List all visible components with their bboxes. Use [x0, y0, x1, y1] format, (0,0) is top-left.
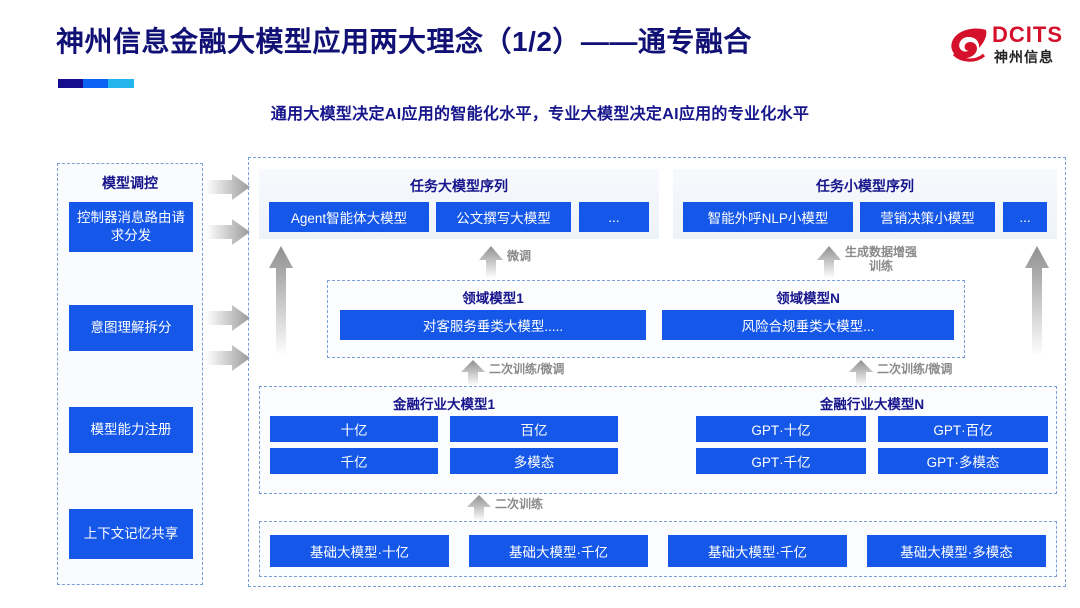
up-arrow-icon-retrain-base [467, 495, 491, 521]
industry-model-1-title: 金融行业大模型1 [392, 397, 495, 412]
industry-1-cell-3[interactable]: 多模态 [450, 448, 618, 474]
logo-text-cn: 神州信息 [994, 49, 1054, 65]
sidebar-title: 模型调控 [102, 175, 158, 191]
industry-model-frame: 金融行业大模型1 十亿 百亿 千亿 多模态 金融行业大模型N GPT·十亿 GP… [259, 386, 1057, 494]
industry-n-cell-1[interactable]: GPT·百亿 [878, 416, 1048, 442]
task-small-model-panel: 任务小模型序列 智能外呼NLP小模型 营销决策小模型 ... [673, 169, 1057, 239]
task-large-model-title: 任务大模型序列 [410, 178, 508, 194]
industry-n-cell-2[interactable]: GPT·千亿 [696, 448, 866, 474]
chip-document-writing-model[interactable]: 公文撰写大模型 [436, 202, 571, 232]
industry-model-n-grid: GPT·十亿 GPT·百亿 GPT·千亿 GPT·多模态 [696, 416, 1048, 474]
industry-model-1: 金融行业大模型1 十亿 百亿 千亿 多模态 [270, 393, 618, 489]
chip-agent-large-model[interactable]: Agent智能体大模型 [269, 202, 429, 232]
sidebar-item-context-memory[interactable]: 上下文记忆共享 [69, 509, 193, 559]
chip-customer-service-vertical-model[interactable]: 对客服务垂类大模型..... [340, 310, 646, 340]
arrow-label-retrain-left: 二次训练/微调 [489, 362, 565, 376]
domain-model-frame: 领域模型1 对客服务垂类大模型..... 领域模型N 风险合规垂类大模型... [327, 280, 965, 358]
arrow-label-finetune: 微调 [507, 249, 532, 263]
base-model-cell-2[interactable]: 基础大模型·千亿 [668, 535, 847, 567]
task-small-model-title: 任务小模型序列 [816, 178, 914, 194]
domain-model-1-title: 领域模型1 [462, 291, 524, 306]
industry-n-cell-0[interactable]: GPT·十亿 [696, 416, 866, 442]
model-control-panel: 模型调控 控制器消息路由请求分发 意图理解拆分 模型能力注册 上下文记忆共享 [57, 163, 203, 585]
arrow-label-data-augment: 生成数据增强 训练 [845, 245, 918, 273]
domain-model-n: 领域模型N 风险合规垂类大模型... [662, 287, 954, 353]
sidebar-item-intent-parsing[interactable]: 意图理解拆分 [69, 305, 193, 351]
chip-marketing-decision-model[interactable]: 营销决策小模型 [860, 202, 995, 232]
base-model-cell-3[interactable]: 基础大模型·多模态 [867, 535, 1046, 567]
page-subtitle: 通用大模型决定AI应用的智能化水平，专业大模型决定AI应用的专业化水平 [270, 106, 810, 123]
dcits-swirl-icon [951, 28, 987, 62]
industry-model-1-grid: 十亿 百亿 千亿 多模态 [270, 416, 618, 474]
sidebar-item-controller-routing[interactable]: 控制器消息路由请求分发 [69, 202, 193, 252]
right-arrow-icon-2 [206, 219, 250, 245]
model-stack-frame: 任务大模型序列 Agent智能体大模型 公文撰写大模型 ... 任务小模型序列 … [248, 157, 1066, 587]
sidebar-item-capability-registry[interactable]: 模型能力注册 [69, 407, 193, 453]
industry-1-cell-0[interactable]: 十亿 [270, 416, 438, 442]
up-arrow-icon-retrain-right [849, 360, 873, 386]
chip-more-small-models[interactable]: ... [1003, 202, 1047, 232]
base-model-grid: 基础大模型·十亿 基础大模型·千亿 基础大模型·千亿 基础大模型·多模态 [270, 535, 1046, 567]
chip-more-large-models[interactable]: ... [579, 202, 649, 232]
right-arrow-icon-1 [206, 174, 250, 200]
up-arrow-icon-finetune-left [479, 246, 503, 278]
industry-model-n: 金融行业大模型N GPT·十亿 GPT·百亿 GPT·千亿 GPT·多模态 [696, 393, 1048, 489]
task-large-model-panel: 任务大模型序列 Agent智能体大模型 公文撰写大模型 ... [259, 169, 659, 239]
right-arrow-icon-4 [206, 345, 250, 371]
up-arrow-icon-outer-right [1025, 246, 1049, 356]
up-arrow-icon-outer-left [269, 246, 293, 356]
industry-1-cell-2[interactable]: 千亿 [270, 448, 438, 474]
page-title: 神州信息金融大模型应用两大理念（1/2）——通专融合 [56, 26, 752, 57]
industry-model-n-title: 金融行业大模型N [819, 397, 925, 412]
industry-n-cell-3[interactable]: GPT·多模态 [878, 448, 1048, 474]
title-accent-bar [58, 79, 134, 88]
base-model-cell-1[interactable]: 基础大模型·千亿 [469, 535, 648, 567]
chip-risk-compliance-vertical-model[interactable]: 风险合规垂类大模型... [662, 310, 954, 340]
right-arrow-icon-3 [206, 305, 250, 331]
chip-outbound-nlp-small-model[interactable]: 智能外呼NLP小模型 [683, 202, 853, 232]
arrow-label-retrain-right: 二次训练/微调 [877, 362, 953, 376]
up-arrow-icon-augment-right [817, 246, 841, 278]
base-model-cell-0[interactable]: 基础大模型·十亿 [270, 535, 449, 567]
domain-model-1: 领域模型1 对客服务垂类大模型..... [340, 287, 646, 353]
domain-model-n-title: 领域模型N [776, 291, 840, 306]
up-arrow-icon-retrain-left [461, 360, 485, 386]
base-model-frame: 基础大模型·十亿 基础大模型·千亿 基础大模型·千亿 基础大模型·多模态 [259, 521, 1057, 577]
arrow-label-retrain-base: 二次训练 [495, 497, 544, 511]
industry-1-cell-1[interactable]: 百亿 [450, 416, 618, 442]
brand-logo: DCITS 神州信息 [948, 20, 1066, 72]
logo-text-en: DCITS [992, 22, 1063, 47]
